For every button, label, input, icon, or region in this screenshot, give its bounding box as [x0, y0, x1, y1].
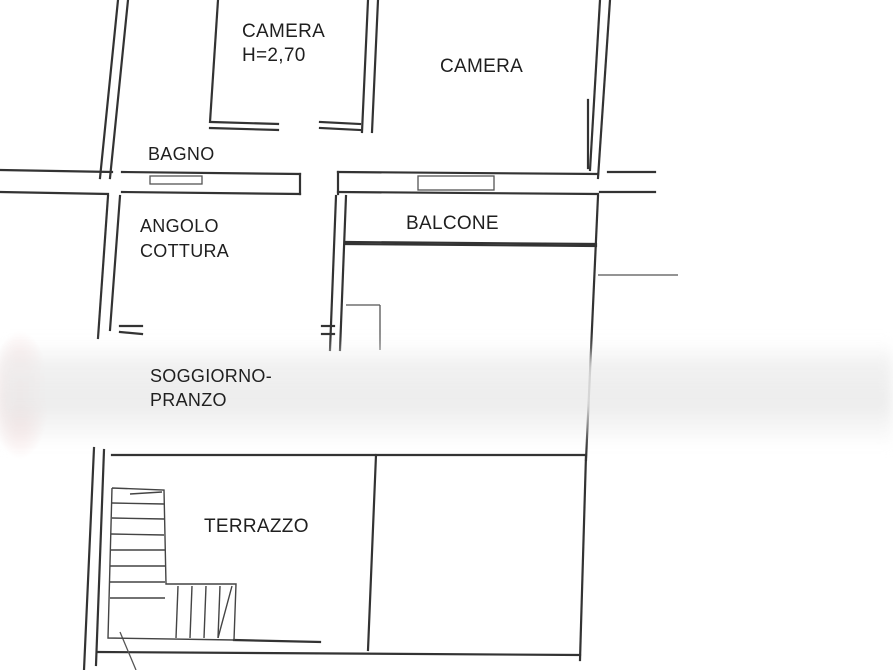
outer-walls	[82, 0, 612, 670]
label-camera-1-height: H=2,70	[242, 45, 306, 66]
label-soggiorno: SOGGIORNO-	[150, 366, 273, 386]
label-bagno: BAGNO	[148, 144, 215, 164]
label-angolo: ANGOLO	[140, 216, 219, 236]
label-camera-2: CAMERA	[440, 56, 524, 77]
label-pranzo: PRANZO	[150, 390, 227, 410]
horizontal-walls	[0, 168, 657, 196]
terrace-walls	[96, 453, 586, 670]
watermark-band	[0, 340, 893, 448]
label-cottura: COTTURA	[140, 241, 230, 261]
label-terrazzo: TERRAZZO	[204, 516, 309, 537]
staircase	[107, 487, 237, 641]
upper-partitions	[208, 0, 590, 170]
label-balcone: BALCONE	[406, 213, 499, 234]
label-camera-1: CAMERA	[242, 21, 326, 42]
